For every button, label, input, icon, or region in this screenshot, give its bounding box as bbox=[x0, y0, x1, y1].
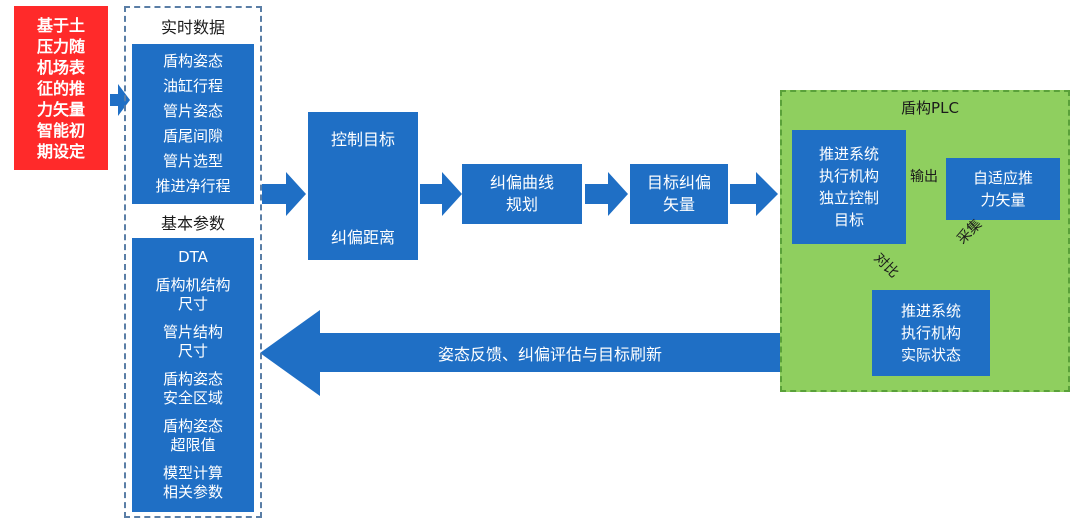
independent-target-box: 推进系统 执行机构 独立控制 目标 bbox=[792, 130, 906, 244]
arrow-data-to-control bbox=[262, 172, 306, 216]
basic-item-line: 盾构姿态 bbox=[162, 416, 223, 435]
curve-line: 规划 bbox=[505, 195, 538, 214]
arrow-control-to-curve bbox=[420, 172, 462, 216]
basic-item-line: 超限值 bbox=[170, 435, 216, 454]
independent-line: 独立控制 bbox=[818, 189, 879, 207]
basic-item-line: 安全区域 bbox=[162, 388, 223, 407]
actual-line: 执行机构 bbox=[900, 324, 961, 342]
initial-line: 期设定 bbox=[36, 141, 85, 161]
independent-line: 目标 bbox=[833, 211, 864, 229]
realtime-item: 管片姿态 bbox=[162, 102, 223, 120]
initial-line: 力矢量 bbox=[36, 99, 85, 119]
adaptive-line: 力矢量 bbox=[980, 191, 1026, 209]
adaptive-line: 自适应推 bbox=[972, 169, 1033, 187]
realtime-item: 盾尾间隙 bbox=[162, 127, 223, 145]
basic-item-line: 盾构机结构 bbox=[155, 276, 231, 295]
basic-item: 盾构姿态 安全区域 bbox=[163, 370, 223, 408]
target-vector-line: 矢量 bbox=[662, 195, 695, 214]
basic-item-line: 尺寸 bbox=[177, 342, 208, 361]
basic-item-line: 管片结构 bbox=[162, 323, 223, 342]
control-box: 控制目标 纠偏距离 bbox=[308, 112, 418, 260]
arrow-curve-to-target bbox=[585, 172, 628, 216]
basic-item-line: 盾构姿态 bbox=[162, 369, 223, 388]
basic-item-line: 相关参数 bbox=[162, 482, 223, 501]
initial-line: 智能初 bbox=[36, 120, 85, 140]
realtime-box: 盾构姿态 油缸行程 管片姿态 盾尾间隙 管片选型 推进净行程 bbox=[132, 44, 254, 204]
output-label: 输出 bbox=[910, 169, 938, 185]
deviation-distance-label: 纠偏距离 bbox=[330, 228, 395, 247]
basic-item-line: DTA bbox=[178, 248, 208, 267]
initial-line: 基于土 bbox=[36, 15, 85, 35]
target-vector-box: 目标纠偏 矢量 bbox=[630, 164, 728, 224]
independent-line: 推进系统 bbox=[818, 145, 879, 163]
initial-line: 压力随 bbox=[36, 36, 85, 56]
initial-setting-box: 基于土 压力随 机场表 征的推 力矢量 智能初 期设定 bbox=[14, 6, 108, 170]
actual-line: 实际状态 bbox=[900, 346, 961, 364]
adaptive-vector-box: 自适应推 力矢量 bbox=[946, 158, 1060, 220]
curve-line: 纠偏曲线 bbox=[489, 173, 554, 192]
target-vector-line: 目标纠偏 bbox=[646, 173, 711, 192]
realtime-item: 盾构姿态 bbox=[162, 52, 223, 70]
basic-item: 模型计算 相关参数 bbox=[163, 464, 223, 502]
basic-box: DTA 盾构机结构 尺寸 管片结构 尺寸 盾构姿态 安全区域 盾构姿态 超限值 … bbox=[132, 238, 254, 512]
actual-state-box: 推进系统 执行机构 实际状态 bbox=[872, 290, 990, 376]
curve-planning-box: 纠偏曲线 规划 bbox=[462, 164, 582, 224]
feedback-label: 姿态反馈、纠偏评估与目标刷新 bbox=[437, 345, 662, 364]
basic-item-line: 模型计算 bbox=[162, 463, 223, 482]
realtime-title: 实时数据 bbox=[160, 18, 225, 37]
basic-item-line: 尺寸 bbox=[177, 295, 208, 314]
realtime-item: 管片选型 bbox=[162, 152, 223, 170]
arrow-target-to-plc bbox=[730, 172, 778, 216]
basic-item: 盾构机结构 尺寸 bbox=[155, 276, 230, 314]
independent-line: 执行机构 bbox=[818, 167, 879, 185]
data-frame bbox=[124, 6, 262, 518]
initial-line: 机场表 bbox=[36, 57, 85, 77]
actual-line: 推进系统 bbox=[900, 302, 961, 320]
basic-title: 基本参数 bbox=[160, 214, 225, 233]
basic-item: 管片结构 尺寸 bbox=[163, 323, 223, 361]
arrow-initial-to-realtime bbox=[110, 84, 130, 116]
realtime-item: 推进净行程 bbox=[155, 177, 231, 195]
initial-line: 征的推 bbox=[36, 78, 85, 98]
basic-item: DTA bbox=[178, 248, 208, 267]
arrow-feedback bbox=[260, 310, 780, 396]
control-target-label: 控制目标 bbox=[330, 130, 395, 149]
basic-item: 盾构姿态 超限值 bbox=[163, 417, 223, 455]
realtime-item: 油缸行程 bbox=[162, 77, 223, 95]
plc-title: 盾构PLC bbox=[901, 98, 959, 117]
